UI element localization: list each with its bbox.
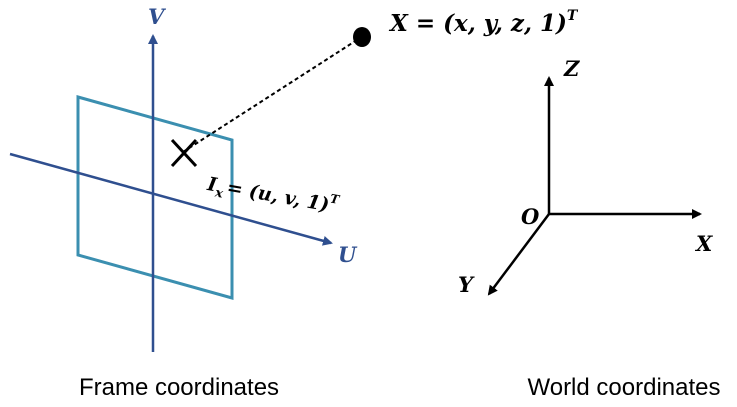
world-point: X = (x, y, z, 1)T [353,8,579,47]
projection-ray [182,37,361,153]
frame-coordinates-diagram: V U Ix= (u, v, 1)T Frame coordinates [9,4,361,401]
world-caption: World coordinates [528,374,721,401]
origin-label: O [521,204,540,229]
v-axis-label: V [148,4,167,29]
projected-point-marker [170,138,198,168]
projected-label-sub: x [213,185,224,201]
frame-caption: Frame coordinates [79,374,279,401]
u-axis-label: U [338,242,358,267]
world-point-label-sup: T [567,8,579,24]
projected-label-rest: = (u, v, 1) [225,177,331,217]
world-coordinates-diagram: Z X Y O World coordinates [458,56,720,401]
image-plane [76,95,234,300]
world-point-label: X = (x, y, z, 1)T [388,8,579,37]
world-point-label-main: X = (x, y, z, 1) [388,10,567,37]
y-axis-label: Y [458,272,475,297]
world-point-dot [353,27,371,47]
y-axis [487,213,550,296]
projected-label-sup: T [329,192,341,208]
x-axis-label: X [694,231,713,256]
z-axis-label: Z [563,56,580,81]
u-axis [9,152,333,246]
